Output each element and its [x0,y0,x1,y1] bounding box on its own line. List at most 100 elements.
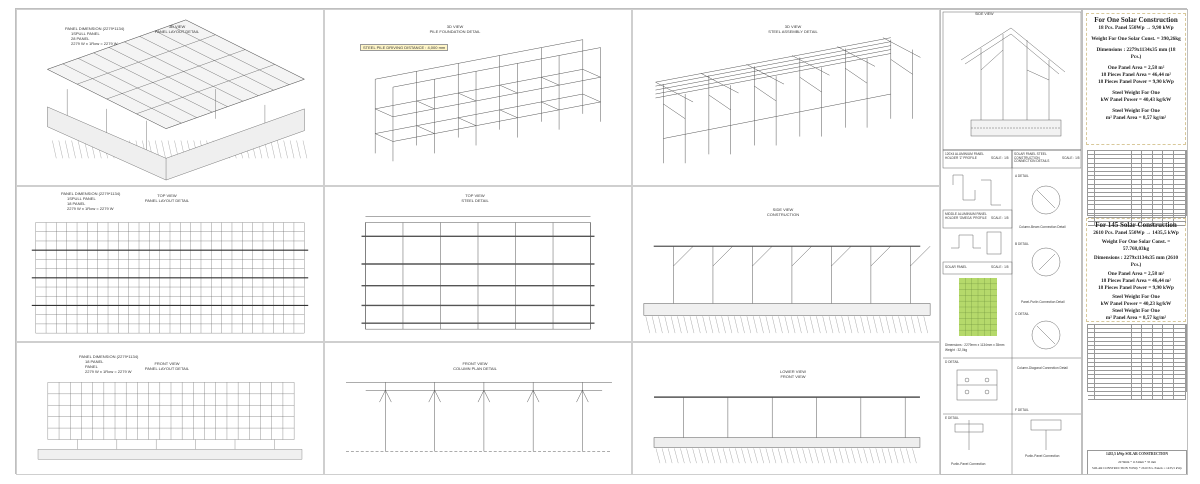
view-title: 3D VIEW [168,24,186,29]
view-subtitle: STEEL DETAIL [461,198,489,203]
panel-note-line: PANEL [85,364,98,369]
panel-note-line: 28 PANEL [71,36,90,41]
title-line: 2279mm * 1134mm * 35 mm [1118,460,1156,464]
summary-line: One Panel Area = 2,58 m² [1107,65,1165,71]
panel-purlin-caption: Panel-Purlin Connection Detail [1021,300,1065,304]
view-subtitle: STEEL ASSEMBLY DETAIL [768,29,818,34]
summary-line: 18 Pieces Panel Area = 46,44 m² [1101,72,1171,78]
title-line: SOLAR CONSTRUCTION 550Wp * 2610 Pcs. Pan… [1092,466,1182,470]
panel-note-line: 2279 W x 1Row = 2279 W [85,369,132,374]
view-subtitle: PANEL LAYOUT DETAIL [144,366,190,371]
view-title: FRONT VIEW [462,361,488,366]
summary-line: Weight For One Solar Const. = 57.768,03k… [1101,239,1171,252]
top-steel-drawing [361,216,595,330]
view-title: TOP VIEW [465,193,485,198]
side-view-title: SIDE VIEW [975,12,994,16]
material-table [1087,150,1187,227]
side-construction-drawing [643,245,931,334]
panel-dimension-note: PANEL DIMENSION (2279*1134) [61,191,121,196]
top-panel-grid-drawing [31,222,309,334]
view-lower-front: LOWER VIEW FRONT VIEW [632,342,940,475]
detail-z-profile: 120X4 ALUMINIUM PANEL HOLDER 'Z' PROFILE [945,152,984,160]
panel-dimensions: Dimensions : 2279mm x 1134mm x 35mm [945,343,1005,347]
summary-line: Steel Weight For One [1112,294,1160,300]
summary-line: Weight For One Solar Const. = 390,26kg [1091,36,1181,42]
view-front-column-plan: FRONT VIEW COLUMN PLAN DETAIL [324,342,632,475]
summary-line: 2610 Pcs. Panel 550Wp → 1435,5 kWp [1093,230,1179,236]
panel-note-line: 2279 W x 1Row = 2279 W [71,41,118,46]
summary-line: kW Panel Power = 40,23 kg/kW [1100,301,1172,307]
summary-line: 18 Pcs. Panel 550Wp → 9,90 kWp [1098,25,1174,31]
perspective-panels-drawing [46,19,308,181]
view-title: 3D VIEW [784,24,802,29]
info-panel: For One Solar Construction 18 Pcs. Panel… [1082,9,1188,475]
pile-foundation-drawing [374,39,601,162]
summary-line: 18 Pieces Panel Area = 46,44 m² [1101,278,1171,284]
purlin-panel-caption: Purlin-Panel Connection [1025,454,1060,458]
c-detail-label: C DETAIL [1015,312,1030,316]
view-front-panel-layout: FRONT VIEW PANEL LAYOUT DETAIL PANEL DIM… [16,342,324,475]
details-panel: SIDE VIEW 120X4 ALUMINIUM PANEL HOLDER '… [940,9,1082,475]
column-diagonal-caption: Column-Diagonal Connection Detail [1017,366,1068,370]
summary-line: Dimensions : 2279x1134x35 mm (18 Pcs.) [1096,47,1176,60]
f-detail-label: F DETAIL [1015,408,1029,412]
summary-line: Steel Weight For One [1112,108,1160,114]
pile-distance-note: STEEL PILE DRIVING DISTANCE : 4,000 mm [360,44,449,51]
view-title: LOWER VIEW [779,369,807,374]
view-subtitle: COLUMN PLAN DETAIL [453,366,497,371]
detail-solar-panel: SOLAR PANEL [945,265,967,269]
panel-note-line: 1SPULL PANEL [71,31,100,36]
summary-heading: For 145 Solar Construction [1095,221,1177,229]
summary-line: Dimensions : 2279x1134x35 mm (2610 Pcs.) [1093,255,1179,268]
view-3d-panel-layout: 3D VIEW PANEL LAYOUT DETAIL PANEL DIMENS… [16,9,324,186]
view-subtitle: FRONT VIEW [780,374,806,379]
title-block: 1435,5 kWp SOLAR CONSTRUCTION 2279mm * 1… [1087,450,1187,474]
one-construction-summary: For One Solar Construction 18 Pcs. Panel… [1086,13,1186,145]
lower-front-drawing [653,396,921,464]
view-title: 3D VIEW [446,24,464,29]
view-subtitle: PANEL LAYOUT DETAIL [144,198,190,203]
view-title: SIDE VIEW [772,207,794,212]
view-subtitle: PILE FOUNDATION DETAIL [429,29,481,34]
b-detail-label: B DETAIL [1015,242,1029,246]
d-detail-label: D DETAIL [945,360,960,364]
view-subtitle: PANEL LAYOUT DETAIL [154,29,200,34]
summary-line: m² Panel Area = 8,57 kg/m² [1105,315,1167,321]
view-top-steel: TOP VIEW STEEL DETAIL [324,186,632,342]
panel-note-line: 1SPULL PANEL [67,196,96,201]
summary-line: Steel Weight For One [1112,308,1160,314]
panel-note-line: 18 PANEL [85,359,104,364]
panel-dimension-note: PANEL DIMENSION (2279*1134) [65,26,125,31]
e-detail-label: E DETAIL [945,416,959,420]
summary-line: 18 Pieces Panel Power = 9,90 kWp [1098,79,1174,85]
detail-scale: SCALE : 1/5 [991,265,1009,269]
panel-dimension-note: PANEL DIMENSION (2279*1134) [79,354,139,359]
summary-line: m² Panel Area = 8,57 kg/m² [1105,115,1167,121]
view-3d-pile-foundation: 3D VIEW PILE FOUNDATION DETAIL STEEL PIL… [324,9,632,186]
detail-connection: SOLAR PANEL STEEL CONSTRUCTION CONNECTIO… [1014,152,1050,164]
detail-scale: SCALE : 1/5 [1062,156,1080,160]
details-drawing [942,11,1081,474]
detail-scale: SCALE : 1/5 [991,156,1009,160]
drawing-sheet: 3D VIEW PANEL LAYOUT DETAIL PANEL DIMENS… [15,8,1188,475]
column-plan-drawing [346,382,612,452]
summary-heading: For One Solar Construction [1094,16,1178,24]
purlin-panel-caption: Purlin-Panel Connection [951,462,986,466]
front-panel-drawing [37,382,303,460]
detail-scale: SCALE : 1/5 [991,216,1009,220]
view-3d-steel-assembly: 3D VIEW STEEL ASSEMBLY DETAIL [632,9,940,186]
summary-line: 18 Pieces Panel Power = 9,90 kWp [1098,285,1174,291]
summary-line: Steel Weight For One [1112,90,1160,96]
panel-weight: Weight : 32,0kg [945,348,968,352]
steel-assembly-drawing [655,37,921,164]
panel-note-line: 18 PANEL [67,201,86,206]
view-title: FRONT VIEW [154,361,180,366]
panel-note-line: 2279 W x 1Row = 2279 W [67,206,114,211]
view-subtitle: CONSTRUCTION [766,212,800,217]
column-beam-caption: Column-Beam Connection Detail [1019,225,1066,229]
a-detail-label: A DETAIL [1015,174,1029,178]
view-side-construction: SIDE VIEW CONSTRUCTION [632,186,940,342]
all-construction-summary: For 145 Solar Construction 2610 Pcs. Pan… [1086,218,1186,322]
view-top-panel-layout: TOP VIEW PANEL LAYOUT DETAIL PANEL DIMEN… [16,186,324,342]
summary-line: One Panel Area = 2,58 m² [1107,271,1165,277]
